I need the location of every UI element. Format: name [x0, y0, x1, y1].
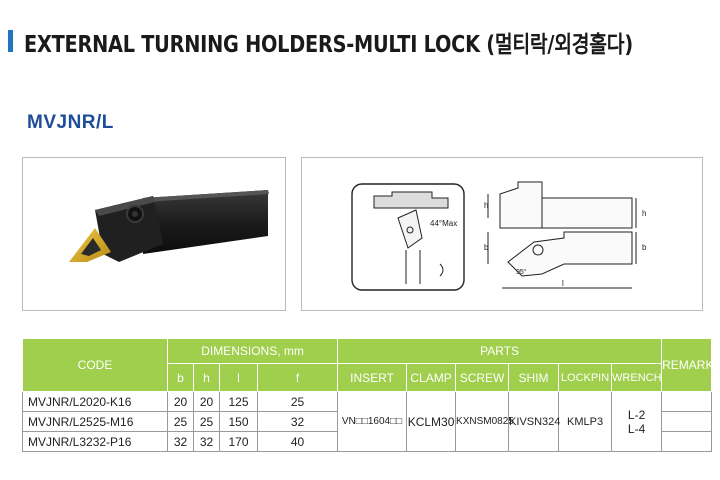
row-h: 32 — [193, 431, 220, 452]
part-col-screw: SCREW — [455, 363, 510, 392]
row-code: MVJNR/L2525-M16 — [22, 411, 168, 432]
dim-col-l: l — [219, 363, 258, 392]
row-b: 20 — [167, 391, 194, 412]
angle2-label: 95° — [516, 268, 527, 276]
code-header: CODE — [22, 338, 168, 392]
b-label-right: b — [642, 243, 647, 252]
model-heading: MVJNR/L — [27, 112, 114, 133]
page-title: EXTERNAL TURNING HOLDERS-MULTI LOCK (멀티락… — [24, 25, 633, 59]
remark-cell — [661, 411, 713, 432]
wrench-value-1: L-2 — [627, 407, 646, 422]
product-photo — [22, 157, 286, 311]
l-label: l — [562, 279, 564, 288]
title-korean: (멀티락/외경홀다) — [486, 32, 633, 58]
insert-value: VN□□1604□□ — [337, 391, 408, 452]
shim-value: KIVSN324 — [508, 391, 560, 452]
row-f: 40 — [256, 431, 339, 452]
table-row: MVJNR/L2020-K16 20 20 125 25 VN□□1604□□ … — [22, 391, 713, 452]
parts-header: PARTS — [337, 338, 663, 364]
row-l: 170 — [219, 431, 258, 452]
part-col-wrench: WRENCH — [611, 363, 663, 392]
spec-table: CODE DIMENSIONS, mm PARTS REMARK b h l f… — [22, 338, 713, 452]
row-l: 150 — [219, 411, 258, 432]
dim-col-b: b — [167, 363, 194, 392]
wrench-value: L-2 L-4 — [611, 391, 663, 452]
lockpin-value: KMLP3 — [558, 391, 613, 452]
part-col-lockpin: LOCKPIN — [558, 363, 613, 392]
remark-cell — [661, 391, 713, 412]
title-english: EXTERNAL TURNING HOLDERS-MULTI LOCK — [24, 32, 480, 58]
part-col-shim: SHIM — [508, 363, 560, 392]
angle-label: 44°Max — [430, 219, 457, 228]
part-col-insert: INSERT — [337, 363, 408, 392]
h-label-left: h — [484, 201, 488, 210]
row-b: 25 — [167, 411, 194, 432]
screw-value: KXNSM0825 — [455, 391, 514, 452]
dimension-drawing: 44°Max h h b b l 95° — [351, 181, 647, 291]
h-label-right: h — [642, 209, 646, 218]
row-h: 25 — [193, 411, 220, 432]
b-label-left: b — [484, 243, 489, 252]
wrench-value-2: L-4 — [627, 421, 646, 436]
row-f: 32 — [256, 411, 339, 432]
row-b: 32 — [167, 431, 194, 452]
dimensions-header: DIMENSIONS, mm — [166, 338, 339, 364]
clamp-value: KCLM30 — [406, 391, 457, 452]
row-code: MVJNR/L3232-P16 — [22, 431, 168, 452]
tool-holder-illustration — [69, 190, 269, 262]
row-l: 125 — [219, 391, 258, 412]
row-f: 25 — [256, 391, 339, 412]
remark-cell — [661, 431, 713, 452]
remark-header: REMARK — [661, 338, 713, 392]
dim-col-f: f — [256, 363, 339, 392]
dim-col-h: h — [193, 363, 220, 392]
row-h: 20 — [193, 391, 220, 412]
table-row: MVJNR/L3232-P16 32 32 170 40 — [22, 431, 713, 452]
part-col-clamp: CLAMP — [406, 363, 457, 392]
row-code: MVJNR/L2020-K16 — [22, 391, 168, 412]
title-accent-bar — [8, 30, 13, 52]
technical-diagram: 44°Max h h b b l 95° — [301, 157, 703, 311]
